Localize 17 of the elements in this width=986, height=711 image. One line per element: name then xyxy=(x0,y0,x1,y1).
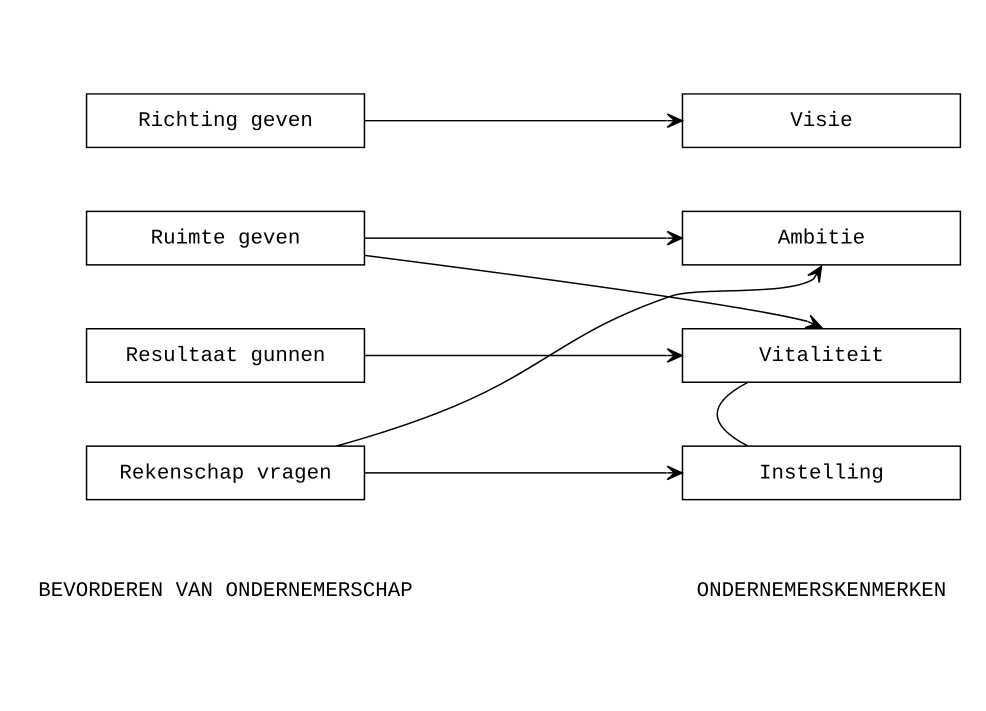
arrow xyxy=(364,465,683,480)
arrow xyxy=(364,230,683,246)
arrow xyxy=(336,266,822,447)
arrow xyxy=(364,113,683,128)
node-box: Ruimte geven xyxy=(86,210,366,266)
node-box: Richting geven xyxy=(86,93,366,148)
node-box: Instelling xyxy=(682,445,962,500)
node-box: Visie xyxy=(682,93,962,148)
arrow xyxy=(364,348,683,363)
arrow xyxy=(364,254,822,328)
label: ONDERNEMERSKENMERKEN xyxy=(696,580,946,603)
node-box: Vitaliteit xyxy=(682,328,962,383)
node-box: Resultaat gunnen xyxy=(86,328,366,383)
node-box: Rekenschap vragen xyxy=(86,445,366,500)
node-box: Ambitie xyxy=(682,210,962,266)
label: BEVORDEREN VAN ONDERNEMERSCHAP xyxy=(38,580,413,603)
connector xyxy=(716,382,748,447)
